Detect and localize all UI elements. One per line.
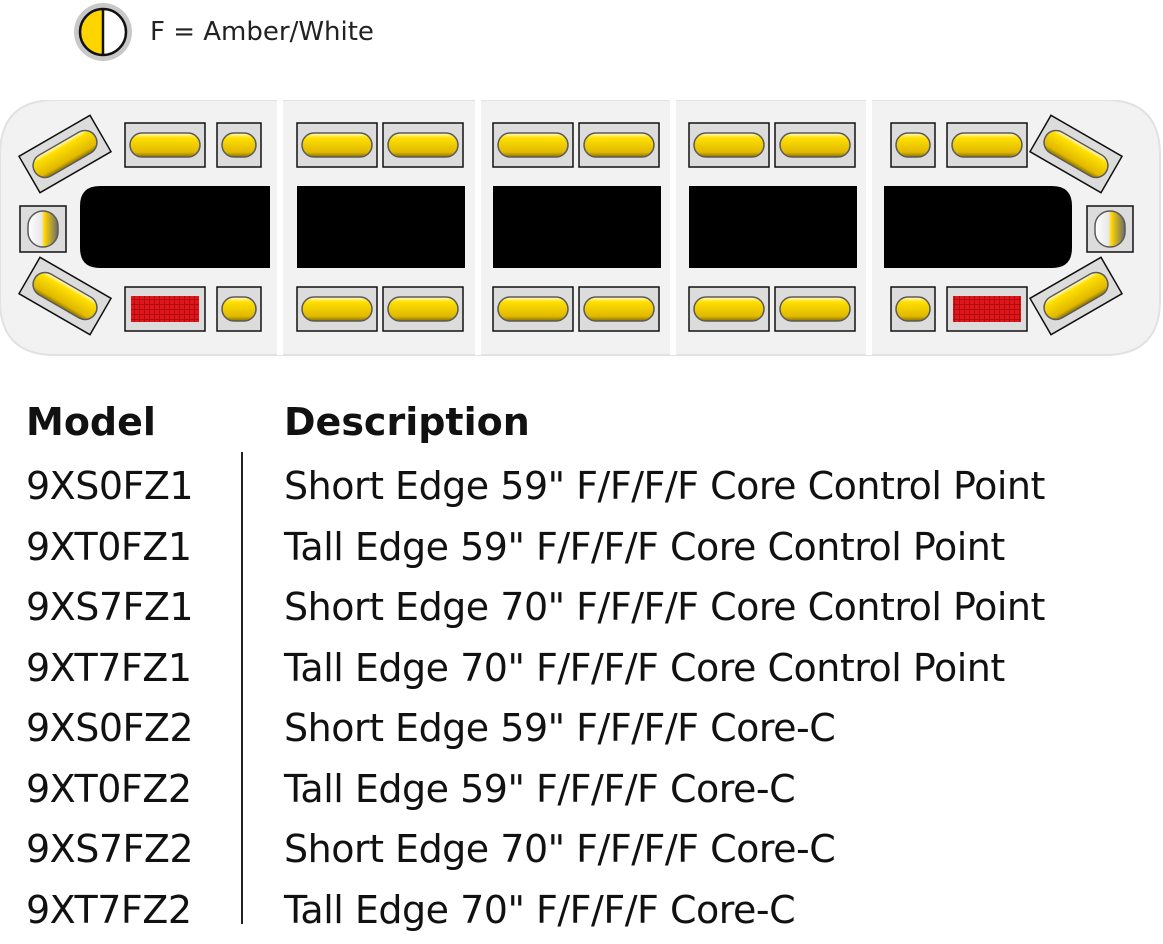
light-module (493, 123, 573, 167)
light-module-small (217, 123, 261, 167)
model-cell: 9XT7FZ1 (26, 642, 192, 694)
light-module-small (891, 123, 935, 167)
table-row: 9XS7FZ1 Short Edge 70" F/F/F/F Core Cont… (26, 581, 1146, 642)
table-row: 9XT0FZ2 Tall Edge 59" F/F/F/F Core-C (26, 763, 1146, 824)
description-cell: Tall Edge 70" F/F/F/F Core Control Point (284, 642, 1005, 694)
model-cell: 9XS7FZ2 (26, 823, 193, 875)
light-module-small (891, 287, 935, 331)
model-column-header: Model (26, 400, 156, 444)
light-module (775, 123, 855, 167)
model-cell: 9XT7FZ2 (26, 884, 192, 936)
light-module (493, 287, 573, 331)
description-cell: Tall Edge 59" F/F/F/F Core-C (284, 763, 795, 815)
light-module (383, 287, 463, 331)
light-module (579, 287, 659, 331)
light-module (383, 123, 463, 167)
table-rows: 9XS0FZ1 Short Edge 59" F/F/F/F Core Cont… (26, 460, 1146, 944)
red-led-module (125, 287, 205, 331)
red-led-module (947, 287, 1027, 331)
description-cell: Short Edge 70" F/F/F/F Core-C (284, 823, 835, 875)
legend-label: F = Amber/White (150, 17, 374, 47)
light-module (689, 123, 769, 167)
table-row: 9XS0FZ1 Short Edge 59" F/F/F/F Core Cont… (26, 460, 1146, 521)
description-cell: Short Edge 59" F/F/F/F Core Control Poin… (284, 460, 1045, 512)
model-cell: 9XT0FZ1 (26, 521, 192, 573)
light-module-small (217, 287, 261, 331)
lightbar-diagram (0, 100, 1163, 362)
model-cell: 9XS7FZ1 (26, 581, 193, 633)
end-light-module (20, 206, 66, 252)
description-column-header: Description (284, 400, 530, 444)
model-cell: 9XS0FZ1 (26, 460, 193, 512)
description-cell: Short Edge 59" F/F/F/F Core-C (284, 702, 835, 754)
light-module (775, 287, 855, 331)
amber-white-half-circle-icon (72, 1, 134, 63)
light-module (689, 287, 769, 331)
light-module (125, 123, 205, 167)
light-module (297, 123, 377, 167)
table-row: 9XT0FZ1 Tall Edge 59" F/F/F/F Core Contr… (26, 521, 1146, 582)
table-row: 9XS0FZ2 Short Edge 59" F/F/F/F Core-C (26, 702, 1146, 763)
description-cell: Tall Edge 70" F/F/F/F Core-C (284, 884, 795, 936)
table-row: 9XT7FZ2 Tall Edge 70" F/F/F/F Core-C (26, 884, 1146, 944)
table-row: 9XT7FZ1 Tall Edge 70" F/F/F/F Core Contr… (26, 642, 1146, 703)
end-light-module (1087, 206, 1133, 252)
model-cell: 9XS0FZ2 (26, 702, 193, 754)
description-cell: Short Edge 70" F/F/F/F Core Control Poin… (284, 581, 1045, 633)
model-cell: 9XT0FZ2 (26, 763, 192, 815)
light-module (297, 287, 377, 331)
table-row: 9XS7FZ2 Short Edge 70" F/F/F/F Core-C (26, 823, 1146, 884)
light-module (579, 123, 659, 167)
description-cell: Tall Edge 59" F/F/F/F Core Control Point (284, 521, 1005, 573)
legend: F = Amber/White (72, 2, 374, 62)
light-module (947, 123, 1027, 167)
